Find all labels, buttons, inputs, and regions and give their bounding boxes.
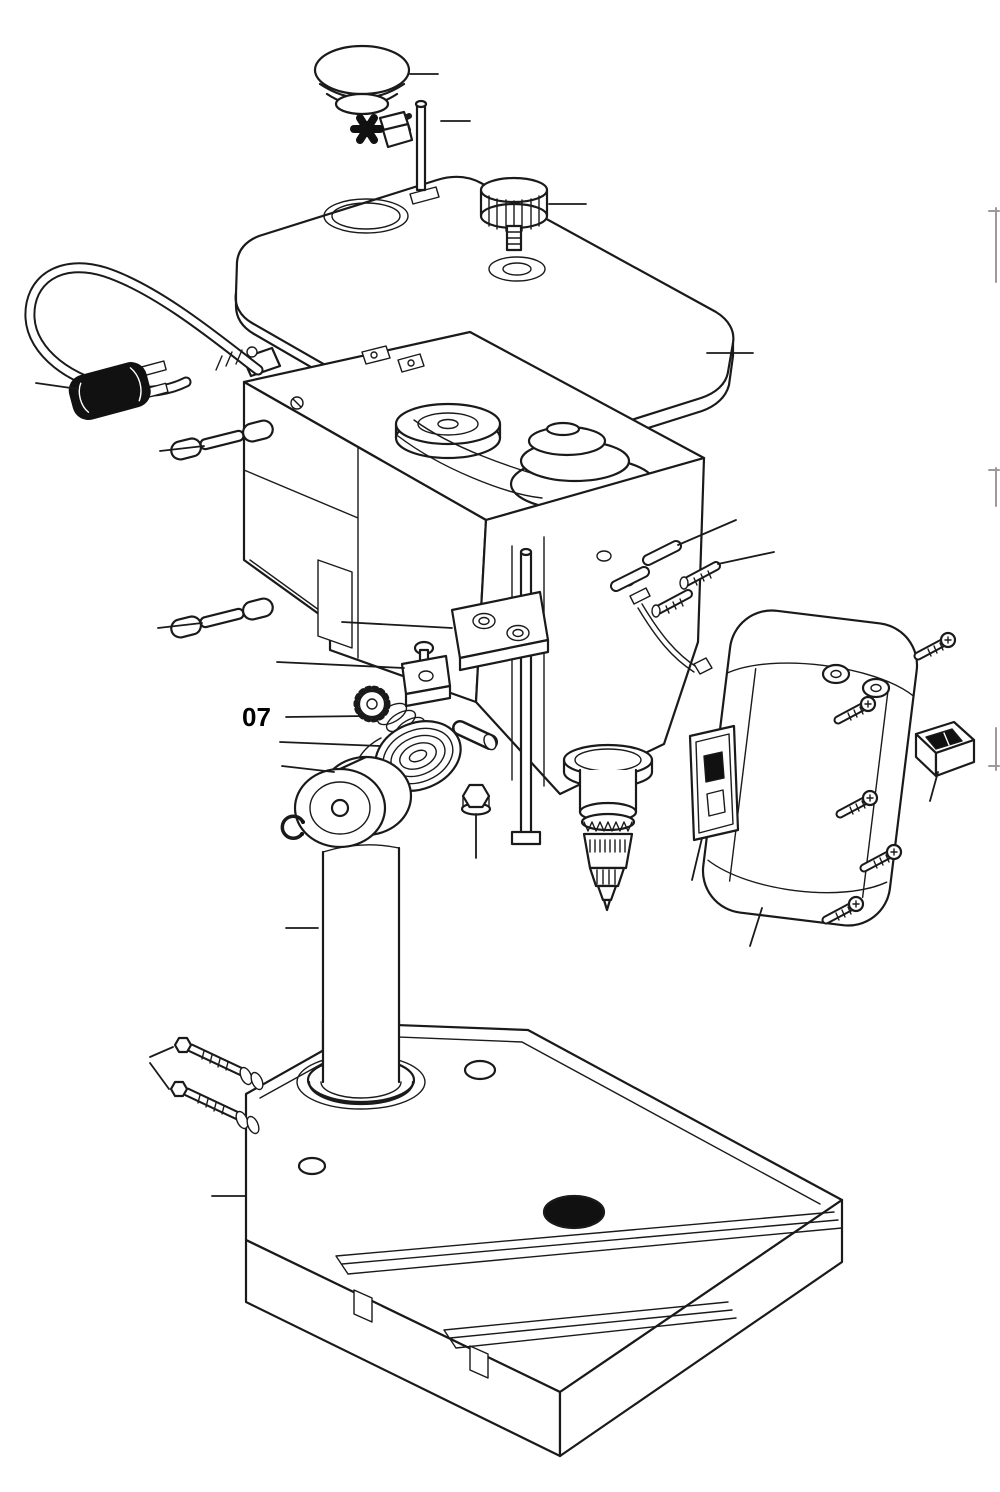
motor-screws xyxy=(821,631,957,925)
page-edge-artifacts xyxy=(988,207,1000,771)
base-bolts xyxy=(169,1036,264,1135)
motor-wire xyxy=(629,587,713,675)
motor xyxy=(701,609,919,927)
bolt-hole xyxy=(297,1156,327,1176)
hex-nut xyxy=(460,783,492,816)
base xyxy=(244,1022,844,1458)
rod-bracket xyxy=(450,590,550,672)
t-slot xyxy=(443,1301,737,1379)
mount-pins-screws xyxy=(610,540,721,618)
tension-knob xyxy=(479,176,549,252)
feed-handle-lower xyxy=(170,597,274,639)
leader-lines xyxy=(35,73,939,1197)
center-hole xyxy=(542,1194,606,1230)
screw xyxy=(913,631,957,661)
motor-pulley-drum xyxy=(293,755,413,849)
drawing-root: 07 xyxy=(24,44,1000,1458)
rocker-switch xyxy=(914,720,976,778)
motor-pulley-top xyxy=(394,402,502,460)
spindle-pulley-top xyxy=(509,421,657,513)
bolt xyxy=(173,1036,264,1091)
bolt xyxy=(169,1080,260,1135)
knurled-nut xyxy=(353,685,391,723)
column-lower xyxy=(307,1018,415,1106)
depth-rod xyxy=(510,547,542,846)
clamp-bolt-assembly xyxy=(350,99,428,192)
screw xyxy=(835,789,879,819)
quill-chuck xyxy=(578,768,638,912)
t-slot xyxy=(335,1211,843,1323)
power-cord-plug xyxy=(24,262,304,421)
clamp-block xyxy=(400,640,452,708)
spacer-pin xyxy=(452,720,498,751)
retaining-clip xyxy=(280,814,305,840)
callout-label-07: 07 xyxy=(242,702,271,732)
bolt-hole xyxy=(463,1059,497,1081)
head-housing xyxy=(242,380,713,796)
drive-belt-top xyxy=(397,419,549,499)
wing-bolt xyxy=(350,114,384,144)
feed-handle-upper xyxy=(170,419,274,461)
mains-plug xyxy=(68,360,169,421)
screw xyxy=(859,843,903,873)
screw xyxy=(821,895,865,925)
top-cap xyxy=(313,44,411,116)
screw xyxy=(833,695,877,725)
switch-plate xyxy=(688,724,740,842)
